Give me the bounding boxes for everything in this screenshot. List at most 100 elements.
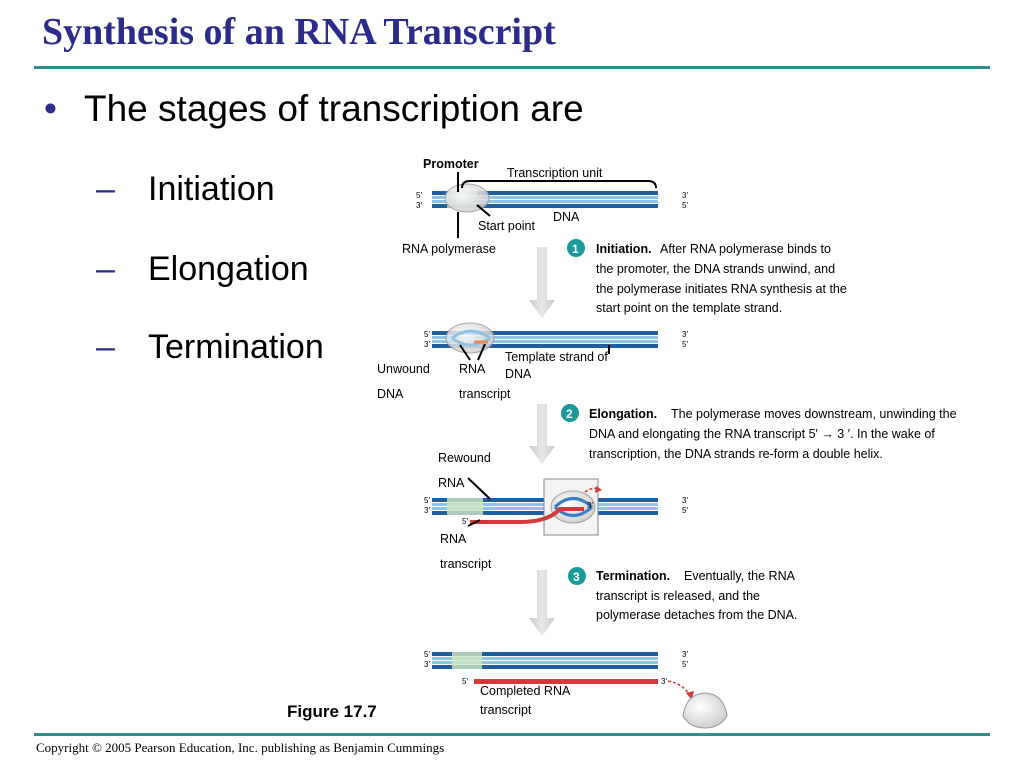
dna-label: DNA <box>553 210 580 224</box>
step-2-line-1: The polymerase moves downstream, unwindi… <box>671 407 957 421</box>
bullet-dot-icon: • <box>44 88 57 129</box>
transcription-unit-label: Transcription unit <box>507 166 603 180</box>
promoter-label: Promoter <box>423 157 479 171</box>
step-1-number: 1 <box>572 242 579 256</box>
unwound-strand-top <box>553 497 593 509</box>
step-2-badge <box>561 404 579 422</box>
s3-rna-3prime: 3′ <box>587 501 593 510</box>
s1-5prime-left: 5′ <box>416 191 422 200</box>
rewound-region <box>447 498 483 515</box>
rna-label-2: transcript <box>459 387 511 401</box>
s4-3prime-right: 3′ <box>682 650 688 659</box>
rna-transcript-pointer <box>467 519 481 527</box>
step-3-line-2: transcript is released, and the <box>596 589 760 603</box>
direction-arrow <box>584 487 601 493</box>
completed-label-1: Completed RNA <box>480 684 571 698</box>
stage-label: Elongation <box>148 250 309 288</box>
step-2-line-2: DNA and elongating the RNA transcript 5′… <box>589 427 935 441</box>
slide-title: Synthesis of an RNA Transcript <box>42 11 556 53</box>
s4-5prime-left: 5′ <box>424 650 430 659</box>
dna-bottom-light <box>432 661 658 664</box>
s3-5prime-left: 5′ <box>424 496 430 505</box>
transcription-unit-bracket <box>461 180 657 189</box>
s1-3prime-right: 3′ <box>682 191 688 200</box>
rna-transcript-label-2: transcript <box>440 557 492 571</box>
step-2-number: 2 <box>566 407 573 421</box>
stage2-diagram: 5′ 3′ 3′ 5′ Unwound DNA RNA transcript T… <box>377 322 688 401</box>
step-3-number: 3 <box>573 570 580 584</box>
dna-top-strand <box>432 331 658 335</box>
dash-icon: – <box>96 328 115 366</box>
step-1-line-4: start point on the template strand. <box>596 301 782 315</box>
template-label-2: DNA <box>505 367 532 381</box>
rewound-region <box>452 652 482 669</box>
stage1-diagram: Promoter Transcription unit Start point … <box>402 157 688 256</box>
s1-3prime-left: 3′ <box>416 201 422 210</box>
rna-label-1: RNA <box>459 362 486 376</box>
step-1-badge <box>567 239 585 257</box>
step-2-line-3: transcription, the DNA strands re-form a… <box>589 447 883 461</box>
s4-3prime-left: 3′ <box>424 660 430 669</box>
stage-item-initiation: –Initiation <box>96 170 275 209</box>
figure-caption: Figure 17.7 <box>287 702 377 721</box>
stage-item-elongation: –Elongation <box>96 250 309 289</box>
step-3-head: Termination. <box>596 569 670 583</box>
s3-3prime-right: 3′ <box>682 496 688 505</box>
down-arrow-icon <box>529 247 555 318</box>
rewound-label-2: RNA <box>438 476 465 490</box>
step-1-line-3: the polymerase initiates RNA synthesis a… <box>596 282 847 296</box>
dna-bottom-strand <box>432 204 658 208</box>
footer-divider <box>34 733 990 736</box>
dna-top-light <box>432 196 658 199</box>
main-bullet: •The stages of transcription are <box>44 88 584 130</box>
template-label-1: Template strand of <box>505 350 608 364</box>
dna-top-strand <box>432 191 658 195</box>
dna-top-light <box>432 336 658 339</box>
s3-3prime-left: 3′ <box>424 506 430 515</box>
completed-label-2: transcript <box>480 703 532 717</box>
step-3-badge <box>568 567 586 585</box>
unwound-label-1: Unwound <box>377 362 430 376</box>
step-1-line-2: the promoter, the DNA strands unwind, an… <box>596 262 835 276</box>
released-polymerase-shape <box>682 692 728 729</box>
step-3-line-1: Eventually, the RNA <box>684 569 796 583</box>
start-point-label: Start point <box>478 219 536 233</box>
s4-rna-5prime: 5′ <box>462 677 468 686</box>
down-arrow-icon <box>529 404 555 464</box>
dna-bottom-light <box>432 200 658 203</box>
s4-rna-3prime: 3′ <box>661 677 667 686</box>
unwound-pointer <box>459 344 471 361</box>
s1-5prime-right: 5′ <box>682 201 688 210</box>
unwound-strand-bottom <box>451 336 491 347</box>
rna-pointer <box>477 343 486 361</box>
rewound-pointer <box>467 477 491 500</box>
stage-item-termination: –Termination <box>96 328 324 367</box>
dna-bottom-strand <box>432 344 658 348</box>
s2-5prime-right: 5′ <box>682 340 688 349</box>
down-arrow-icon <box>529 570 555 636</box>
rna-polymerase-shape <box>445 322 495 354</box>
dna-bottom-strand <box>432 665 658 669</box>
copyright-text: Copyright © 2005 Pearson Education, Inc.… <box>36 740 445 755</box>
start-point-pointer <box>476 204 491 217</box>
direction-arrowhead-icon <box>595 486 602 493</box>
dna-bottom-light <box>432 340 658 343</box>
s2-3prime-right: 3′ <box>682 330 688 339</box>
s3-rna-5prime: 5′ <box>462 517 468 526</box>
dna-top-strand <box>432 652 658 656</box>
rna-polymerase-label: RNA polymerase <box>402 242 496 256</box>
dash-icon: – <box>96 250 115 288</box>
step-2-head: Elongation. <box>589 407 657 421</box>
step-1-head: Initiation. <box>596 242 652 256</box>
step-1-line-1: After RNA polymerase binds to <box>660 242 831 256</box>
dash-icon: – <box>96 170 115 208</box>
s4-5prime-right: 5′ <box>682 660 688 669</box>
stage4-diagram: 5′ 3′ 3′ 5′ 5′ 3′ Completed RNA transcri… <box>424 650 728 729</box>
rna-transcript <box>470 507 584 524</box>
unwound-strand-top <box>451 329 491 340</box>
step-3-line-3: polymerase detaches from the DNA. <box>596 608 797 622</box>
rna-polymerase-shape <box>444 183 490 213</box>
rewound-label-1: Rewound <box>438 451 491 465</box>
stage3-diagram: 5′ 3′ 3′ 5′ 5′ 3′ Rewound RNA RNA transc… <box>424 451 688 571</box>
